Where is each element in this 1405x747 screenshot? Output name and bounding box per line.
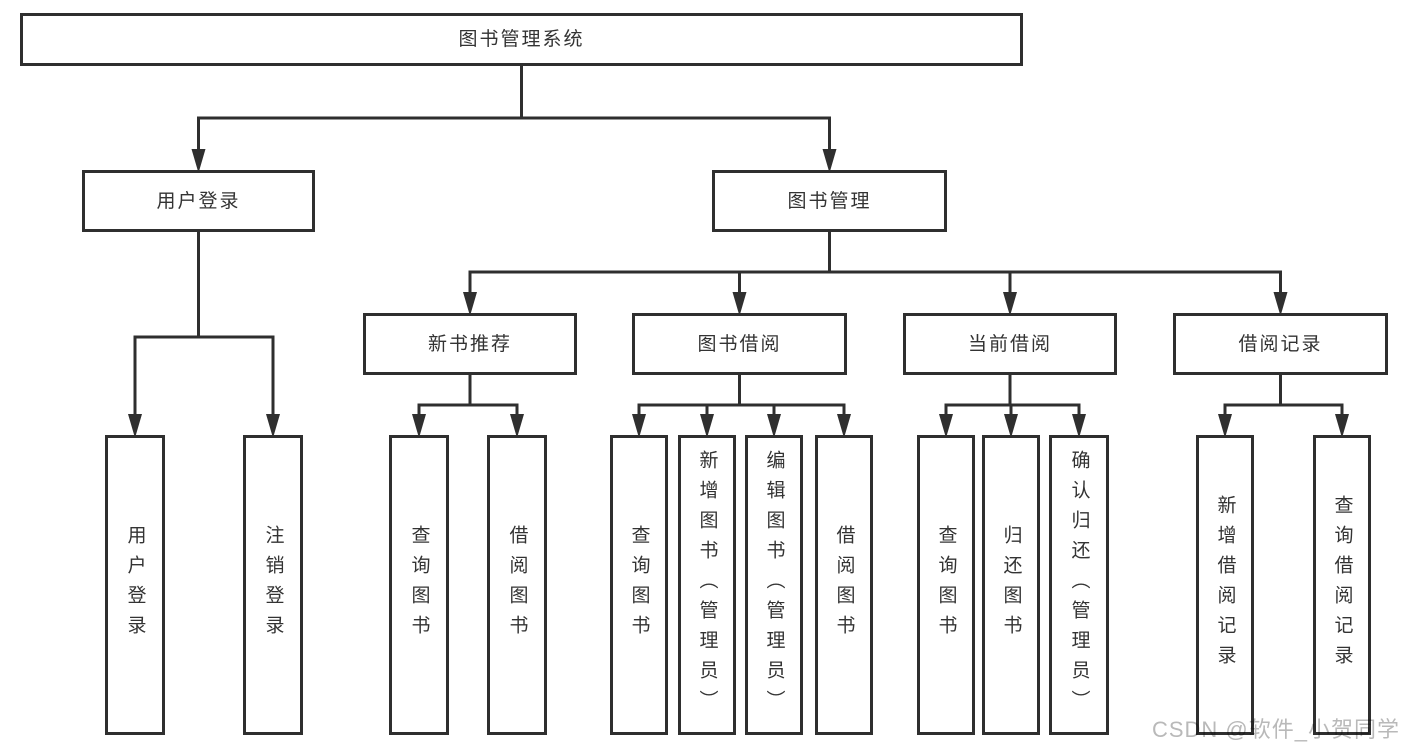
node-user-login: 用户登录	[82, 170, 315, 232]
arrow-head	[1072, 414, 1086, 438]
arrow-head	[1273, 292, 1288, 316]
arrow-head	[732, 292, 747, 316]
node-leaf-add-record: 新增借阅记录	[1196, 435, 1254, 735]
node-book-borrow: 图书借阅	[632, 313, 847, 375]
arrow-head	[1003, 292, 1017, 316]
node-leaf-query-books-1: 查询图书	[389, 435, 449, 735]
arrow-head	[191, 149, 206, 173]
arrow-head	[767, 414, 781, 438]
arrow-head	[837, 414, 851, 438]
arrow-head	[510, 414, 524, 438]
arrow-head	[412, 414, 426, 438]
node-leaf-edit-books: 编辑图书（管理员）	[745, 435, 803, 735]
arrow-head	[700, 414, 714, 438]
node-borrow-records: 借阅记录	[1173, 313, 1388, 375]
arrow-head	[1335, 414, 1349, 438]
arrow-head	[632, 414, 646, 438]
arrow-head	[1004, 414, 1018, 438]
node-leaf-logout: 注销登录	[243, 435, 303, 735]
arrow-head	[939, 414, 953, 438]
node-new-book-rec: 新书推荐	[363, 313, 577, 375]
node-leaf-query-books-2: 查询图书	[610, 435, 668, 735]
watermark: CSDN @软件_小贺同学	[1151, 717, 1400, 742]
node-current-borrow: 当前借阅	[903, 313, 1117, 375]
node-leaf-borrow-books-2: 借阅图书	[815, 435, 873, 735]
arrow-head	[128, 414, 142, 438]
arrow-head	[1218, 414, 1232, 438]
node-book-mgmt: 图书管理	[712, 170, 947, 232]
node-leaf-user-login: 用户登录	[105, 435, 165, 735]
node-leaf-return-books: 归还图书	[982, 435, 1040, 735]
node-leaf-add-books: 新增图书（管理员）	[678, 435, 736, 735]
node-leaf-confirm-return: 确认归还（管理员）	[1049, 435, 1109, 735]
node-root: 图书管理系统	[20, 13, 1023, 66]
arrow-head	[463, 292, 477, 316]
node-leaf-query-record: 查询借阅记录	[1313, 435, 1371, 735]
node-leaf-borrow-books-1: 借阅图书	[487, 435, 547, 735]
node-leaf-query-books-3: 查询图书	[917, 435, 975, 735]
arrow-head	[822, 149, 837, 173]
arrow-head	[266, 414, 280, 438]
